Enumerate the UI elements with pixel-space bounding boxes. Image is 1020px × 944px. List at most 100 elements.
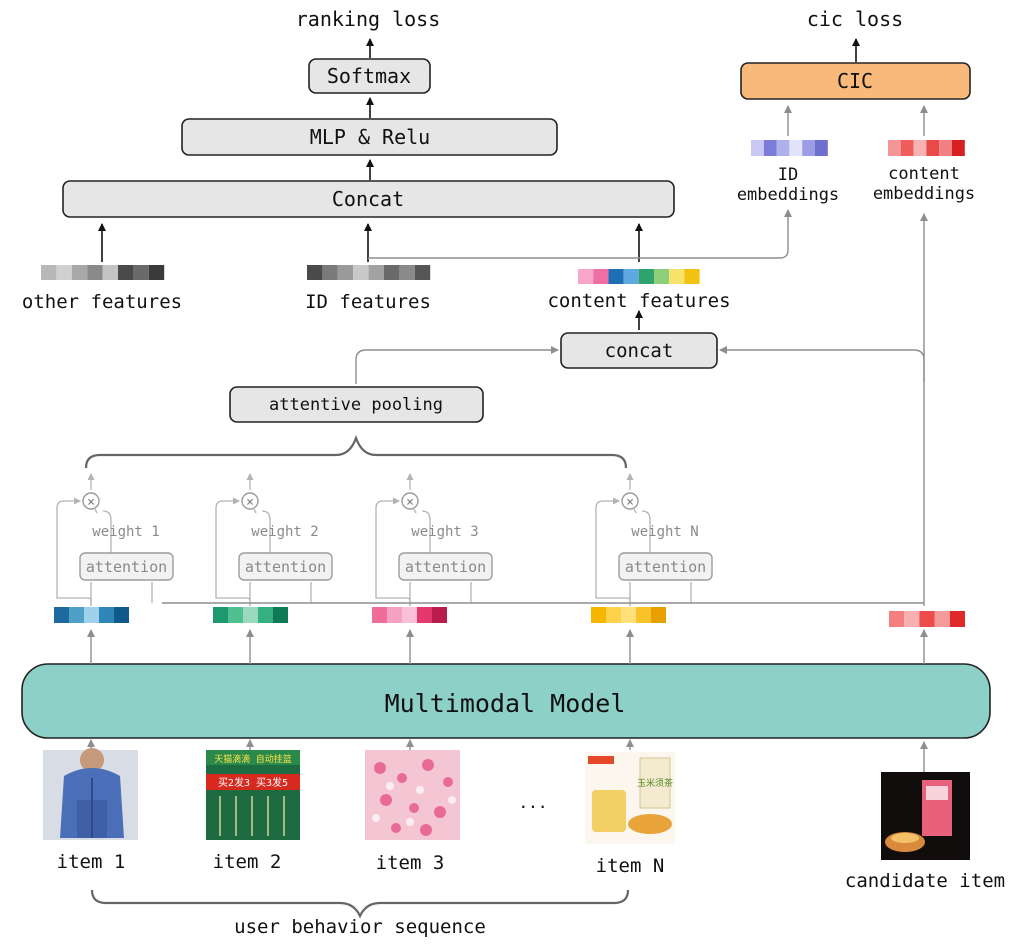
id-embeddings-label-line1: ID — [778, 165, 798, 185]
item-vector-cell — [228, 607, 243, 623]
id-embedding-cell — [789, 140, 803, 156]
item-vector-cell — [114, 607, 129, 623]
concat-top-box: Concat — [62, 180, 675, 218]
mlp-relu-box: MLP & Relu — [181, 118, 558, 156]
content-feature-cell — [608, 269, 624, 284]
id-embedding-cell — [815, 140, 828, 156]
item-2-label: item 2 — [213, 851, 282, 873]
item-vector-cell — [99, 607, 114, 623]
content-embedding-cell — [888, 140, 901, 156]
content-embedding-cell — [939, 140, 952, 156]
attention-box — [238, 552, 333, 581]
id-feature-cell — [414, 265, 431, 280]
content-embedding-cell — [926, 140, 940, 156]
attention-box — [618, 552, 713, 581]
item-vector-cell — [417, 607, 432, 623]
item-vector-cell — [387, 607, 402, 623]
candidate-vector-cell — [904, 611, 920, 627]
multiply-node — [82, 492, 100, 510]
item-3-label: item 3 — [376, 852, 445, 874]
content-embeddings-label-line1: content — [888, 164, 960, 184]
other-feature-cell — [56, 265, 72, 280]
item-vector-cell — [621, 607, 636, 623]
item-vector-cell — [432, 607, 447, 623]
cic-box: CIC — [740, 62, 971, 100]
id-features-bar — [307, 265, 431, 280]
item-vector-cell — [372, 607, 387, 623]
id-feature-cell — [384, 265, 400, 280]
content-feature-cell — [638, 269, 654, 284]
item-2-vector — [213, 607, 288, 623]
model-output-arrows — [87, 629, 928, 772]
multiply-icon: × — [626, 495, 634, 510]
weight-path — [641, 510, 651, 553]
attention-label: attention — [86, 558, 167, 576]
ranking-loss-label: ranking loss — [296, 7, 441, 31]
multimodal-model-fill — [21, 663, 991, 739]
other-feature-cell — [133, 265, 149, 280]
concat-mid-box: concat — [560, 332, 718, 369]
content-feature-cell — [623, 269, 639, 284]
softmax-box: Softmax — [308, 58, 431, 94]
weight-path — [261, 510, 271, 553]
item-2-text-row2: 买2发3 买3发5 — [218, 776, 288, 789]
item-1-vector — [54, 607, 129, 623]
content-feature-cell — [578, 269, 594, 284]
id-feature-cell — [368, 265, 384, 280]
candidate-item-image — [881, 772, 970, 860]
other-features-bar — [41, 265, 165, 280]
cic-label: CIC — [837, 69, 873, 93]
other-feature-cell — [102, 265, 118, 280]
id-feature-cell — [353, 265, 369, 280]
attention-branch-3: × weight 3 attention — [372, 473, 493, 623]
item-2-image: 天猫滴滴 自动挂篮 买2发3 买3发5 — [206, 750, 300, 840]
other-feature-cell — [118, 265, 134, 280]
attention-box — [79, 552, 174, 581]
weight-label: weight 3 — [411, 524, 478, 540]
attention-branch-1: × weight 1 attention — [54, 473, 174, 623]
id-embedding-cell — [763, 140, 777, 156]
item-n-text: 玉米须茶 — [637, 777, 673, 789]
item-vector-cell — [243, 607, 258, 623]
item-vector-cell — [213, 607, 228, 623]
item-vector-cell — [636, 607, 651, 623]
item-2-text-row1: 天猫滴滴 自动挂篮 — [214, 753, 291, 765]
cic-loss-label: cic loss — [807, 7, 903, 31]
content-feature-cell — [669, 269, 685, 284]
concat-mid-label: concat — [605, 340, 674, 362]
other-features-label: other features — [22, 291, 182, 313]
item-n-image: 玉米须茶 — [585, 752, 675, 844]
weight-label: weight 1 — [92, 524, 159, 540]
multiply-icon: × — [406, 495, 414, 510]
id-feature-cell — [322, 265, 338, 280]
multiply-icon: × — [87, 495, 95, 510]
id-features-label: ID features — [305, 291, 431, 313]
item-vector-cell — [69, 607, 84, 623]
mlp-relu-label: MLP & Relu — [310, 125, 430, 149]
item-1-label: item 1 — [57, 851, 126, 873]
ellipsis: ... — [519, 793, 548, 812]
attention-label: attention — [405, 558, 486, 576]
other-feature-cell — [71, 265, 88, 280]
cic-box-fill — [740, 62, 971, 100]
id-feature-cell — [337, 265, 354, 280]
item-4-vector — [591, 607, 666, 623]
candidate-vector-cell — [949, 611, 965, 627]
attention-label: attention — [245, 558, 326, 576]
item-n-label: item N — [596, 855, 665, 877]
content-embedding-cell — [900, 140, 914, 156]
arrow-id-to-id-embeddings — [368, 209, 792, 259]
other-feature-cell — [148, 265, 165, 280]
candidate-vector-cell — [919, 611, 935, 627]
attentive-pooling-box: attentive pooling — [229, 386, 484, 423]
weight-path — [102, 510, 112, 553]
weight-arrowhead — [94, 508, 98, 514]
multimodal-model-label: Multimodal Model — [385, 689, 626, 718]
arrow-pooling-to-concat — [355, 346, 559, 384]
multiply-node — [241, 492, 259, 510]
id-embeddings-bar — [751, 140, 828, 156]
